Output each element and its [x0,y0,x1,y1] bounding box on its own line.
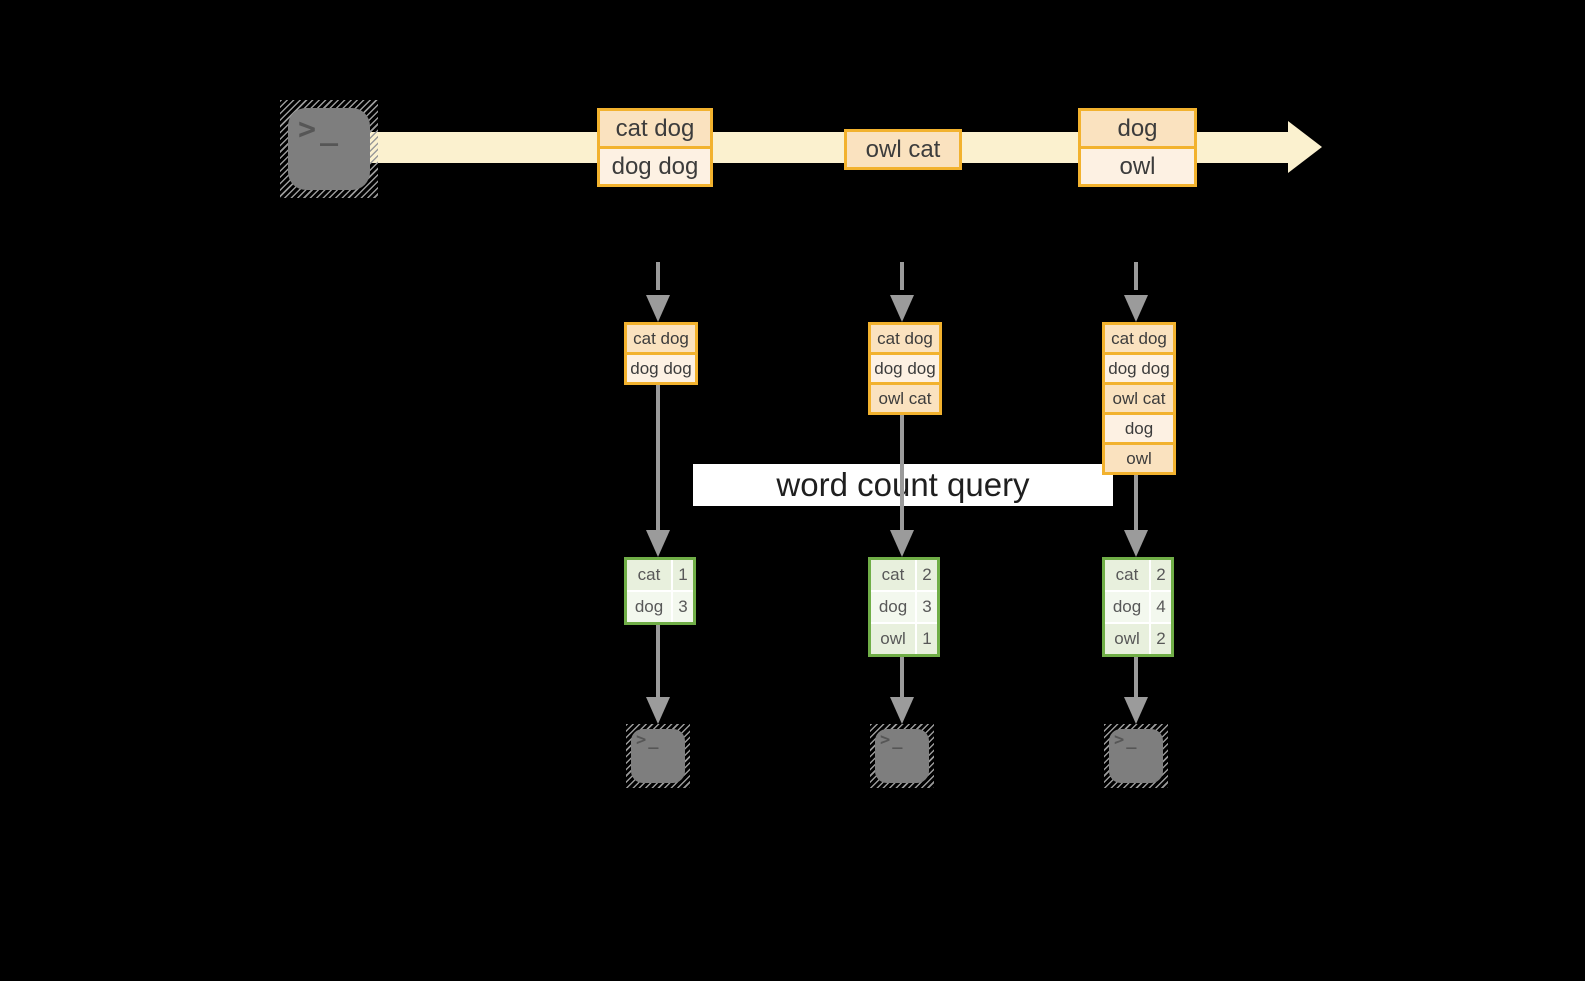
arrow-head-state-to-table-col2 [890,530,914,557]
wordcount-table-col3: cat 2 dog 4 owl 2 [1102,557,1174,657]
dashed-arrow-line-col1 [656,262,660,290]
count-cell: 1 [917,624,937,654]
terminal-screen [1109,729,1163,783]
dashed-arrow-line-col3 [1134,262,1138,290]
arrow-line-table-to-sink-col2 [900,657,904,698]
state-row: cat dog [1105,325,1173,352]
terminal-prompt-glyph: >_ [880,730,905,750]
terminal-screen [875,729,929,783]
state-row: owl cat [871,385,939,412]
terminal-prompt-glyph: >_ [298,112,343,147]
arrow-head-state-to-table-col3 [1124,530,1148,557]
word-cell: dog [871,592,915,622]
dashed-arrow-head-col3 [1124,295,1148,322]
arrow-head-state-to-table-col1 [646,530,670,557]
arrow-line-state-to-table-col2 [900,415,904,532]
word-cell: dog [627,592,671,622]
state-row: owl cat [1105,385,1173,412]
arrow-line-table-to-sink-col3 [1134,657,1138,698]
state-row: dog dog [871,355,939,382]
terminal-screen [631,729,685,783]
state-stack-col3: cat dog dog dog owl cat dog owl [1102,322,1176,475]
word-cell: owl [1105,624,1149,654]
count-cell: 2 [917,560,937,590]
event-row: dog dog [600,149,710,184]
dashed-arrow-head-col2 [890,295,914,322]
stream-event-3: dog owl [1078,108,1197,187]
word-cell: owl [871,624,915,654]
count-cell: 3 [917,592,937,622]
word-cell: cat [1105,560,1149,590]
sink-terminal-icon-col3: >_ [1104,724,1168,788]
state-row: owl [1105,445,1173,472]
arrow-line-state-to-table-col3 [1134,475,1138,532]
count-cell: 2 [1151,624,1171,654]
arrow-head-table-to-sink-col2 [890,697,914,724]
state-row: dog dog [1105,355,1173,382]
event-row: owl cat [847,132,959,167]
count-cell: 2 [1151,560,1171,590]
state-row: dog dog [627,355,695,382]
terminal-screen [288,108,370,190]
dashed-arrow-head-col1 [646,295,670,322]
state-row: cat dog [871,325,939,352]
state-row: dog [1105,415,1173,442]
count-cell: 1 [673,560,693,590]
word-cell: dog [1105,592,1149,622]
state-stack-col2: cat dog dog dog owl cat [868,322,942,415]
arrow-line-state-to-table-col1 [656,385,660,532]
word-cell: cat [871,560,915,590]
count-cell: 3 [673,592,693,622]
stream-event-2: owl cat [844,129,962,170]
wordcount-table-col1: cat 1 dog 3 [624,557,696,625]
event-row: dog [1081,111,1194,146]
word-cell: cat [627,560,671,590]
dashed-arrow-line-col2 [900,262,904,290]
source-terminal-icon: >_ [280,100,378,198]
arrow-head-table-to-sink-col3 [1124,697,1148,724]
event-row: owl [1081,149,1194,184]
terminal-prompt-glyph: >_ [1114,730,1139,750]
state-stack-col1: cat dog dog dog [624,322,698,385]
wordcount-table-col2: cat 2 dog 3 owl 1 [868,557,940,657]
sink-terminal-icon-col2: >_ [870,724,934,788]
stream-arrow-head [1288,121,1322,173]
arrow-head-table-to-sink-col1 [646,697,670,724]
state-row: cat dog [627,325,695,352]
event-row: cat dog [600,111,710,146]
sink-terminal-icon-col1: >_ [626,724,690,788]
arrow-line-table-to-sink-col1 [656,625,660,698]
stream-event-1: cat dog dog dog [597,108,713,187]
terminal-prompt-glyph: >_ [636,730,661,750]
count-cell: 4 [1151,592,1171,622]
